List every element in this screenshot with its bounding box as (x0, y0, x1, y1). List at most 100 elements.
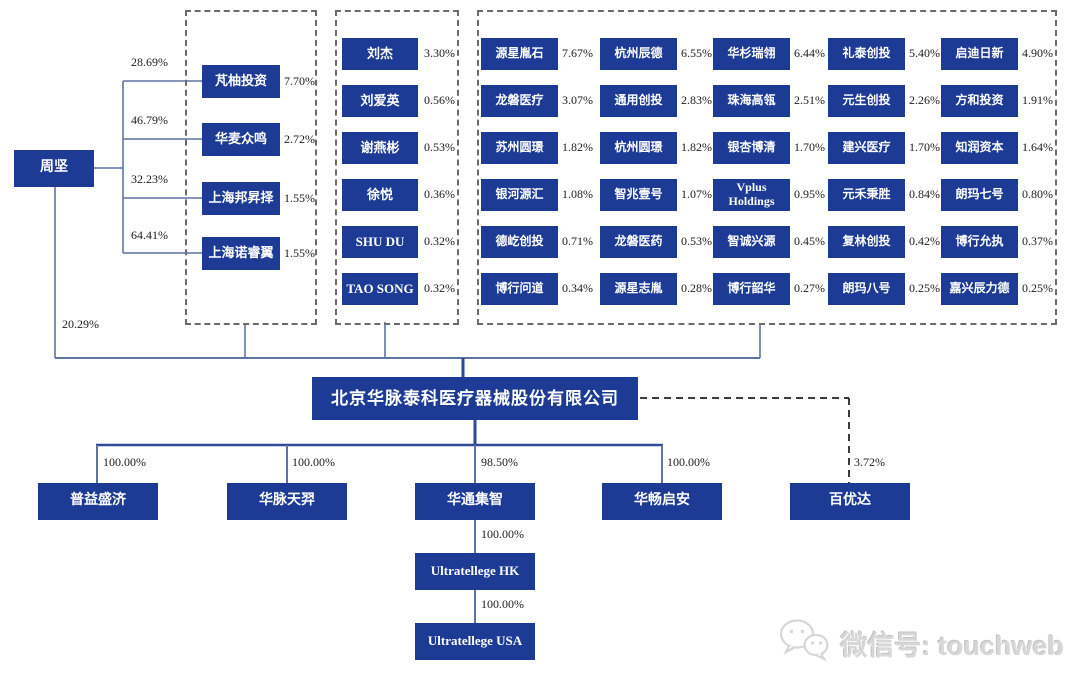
investor-box: 智兆壹号 (600, 179, 677, 211)
company-stake-label: 7.67% (562, 46, 593, 60)
company-stake-label: 0.45% (794, 234, 825, 248)
group-individuals-outline (335, 10, 459, 325)
investor-box: 复林创投 (828, 226, 905, 258)
watermark: 微信号: touchweb (777, 617, 1065, 670)
shareholder-box: 上海邦昇择 (202, 182, 280, 215)
investor-box: 元禾秉胜 (828, 179, 905, 211)
company-stake-label: 4.90% (1022, 46, 1053, 60)
individual-box: 谢燕彬 (342, 132, 418, 164)
investor-box: 建兴医疗 (828, 132, 905, 164)
watermark-text: 微信号: touchweb (840, 631, 1065, 661)
investor-box: 银杏博清 (713, 132, 790, 164)
company-stake-label: 6.55% (681, 46, 712, 60)
group-institutions-outline (477, 10, 1057, 325)
company-stake-label: 0.95% (794, 187, 825, 201)
company-stake-label: 2.26% (909, 93, 940, 107)
investor-box: 杭州辰德 (600, 38, 677, 70)
company-stake-label: 0.27% (794, 281, 825, 295)
company-stake-label: 0.32% (424, 234, 455, 248)
investor-box: 朗玛八号 (828, 273, 905, 305)
wechat-icon (777, 617, 831, 670)
investor-box: 朗玛七号 (941, 179, 1018, 211)
company-stake-label: 0.71% (562, 234, 593, 248)
company-stake-label: 3.30% (424, 46, 455, 60)
investor-box: 博行韶华 (713, 273, 790, 305)
investor-box: 龙磐医药 (600, 226, 677, 258)
investor-box: 嘉兴辰力德 (941, 273, 1018, 305)
ownership-pct-label: 32.23% (131, 172, 168, 186)
person-box: 周坚 (14, 150, 94, 187)
company-stake-label: 0.56% (424, 93, 455, 107)
company-stake-label: 6.44% (794, 46, 825, 60)
company-stake-label: 0.28% (681, 281, 712, 295)
company-stake-label: 1.70% (909, 140, 940, 154)
company-stake-label: 3.07% (562, 93, 593, 107)
investor-box: 元生创投 (828, 85, 905, 117)
company-stake-label: 1.55% (284, 191, 315, 205)
subsidiary-stake-label: 100.00% (481, 597, 524, 611)
company-stake-label: 1.07% (681, 187, 712, 201)
company-stake-label: 1.70% (794, 140, 825, 154)
investor-box: 苏州圆璟 (481, 132, 558, 164)
investor-box: Vplus Holdings (713, 179, 790, 211)
subsidiary-stake-label: 98.50% (481, 455, 518, 469)
subsidiary-stake-label: 3.72% (854, 455, 885, 469)
subsidiary-stake-label: 100.00% (667, 455, 710, 469)
ownership-pct-label: 46.79% (131, 113, 168, 127)
individual-box: 刘爱英 (342, 85, 418, 117)
subsidiary-box: 百优达 (790, 483, 910, 520)
company-stake-label: 1.91% (1022, 93, 1053, 107)
subsidiary-box: Ultratellege USA (415, 623, 535, 660)
person-direct-stake-label: 20.29% (62, 317, 99, 331)
ownership-pct-label: 28.69% (131, 55, 168, 69)
company-stake-label: 1.82% (562, 140, 593, 154)
subsidiary-stake-label: 100.00% (481, 527, 524, 541)
company-stake-label: 1.08% (562, 187, 593, 201)
company-stake-label: 0.84% (909, 187, 940, 201)
company-stake-label: 0.34% (562, 281, 593, 295)
company-stake-label: 5.40% (909, 46, 940, 60)
investor-box: 博行允执 (941, 226, 1018, 258)
investor-box: 礼泰创投 (828, 38, 905, 70)
company-stake-label: 0.42% (909, 234, 940, 248)
subsidiary-box: Ultratellege HK (415, 553, 535, 590)
subsidiary-stake-label: 100.00% (292, 455, 335, 469)
investor-box: 通用创投 (600, 85, 677, 117)
shareholder-box: 上海诺睿翼 (202, 237, 280, 270)
investor-box: 源星胤石 (481, 38, 558, 70)
company-stake-label: 0.36% (424, 187, 455, 201)
company-stake-label: 0.37% (1022, 234, 1053, 248)
subsidiary-box: 华畅启安 (602, 483, 722, 520)
investor-box: 博行问道 (481, 273, 558, 305)
individual-box: SHU DU (342, 226, 418, 258)
subsidiary-box: 华脉天羿 (227, 483, 347, 520)
investor-box: 杭州圆璟 (600, 132, 677, 164)
company-stake-label: 2.51% (794, 93, 825, 107)
company-stake-label: 0.32% (424, 281, 455, 295)
individual-box: 徐悦 (342, 179, 418, 211)
shareholder-box: 华麦众鸣 (202, 123, 280, 156)
company-stake-label: 0.80% (1022, 187, 1053, 201)
investor-box: 启迪日新 (941, 38, 1018, 70)
group-person-holdings-outline (185, 10, 317, 325)
investor-box: 珠海高瓴 (713, 85, 790, 117)
investor-box: 华杉瑞翎 (713, 38, 790, 70)
investor-box: 智诚兴源 (713, 226, 790, 258)
investor-box: 源星志胤 (600, 273, 677, 305)
investor-box: 方和投资 (941, 85, 1018, 117)
company-stake-label: 2.83% (681, 93, 712, 107)
company-stake-label: 0.25% (1022, 281, 1053, 295)
company-stake-label: 0.53% (681, 234, 712, 248)
investor-box: 知润资本 (941, 132, 1018, 164)
company-stake-label: 1.64% (1022, 140, 1053, 154)
investor-box: 德屹创投 (481, 226, 558, 258)
shareholder-box: 芃柚投资 (202, 65, 280, 98)
individual-box: TAO SONG (342, 273, 418, 305)
subsidiary-box: 华通集智 (415, 483, 535, 520)
company-stake-label: 1.82% (681, 140, 712, 154)
company-stake-label: 0.25% (909, 281, 940, 295)
investor-box: 银河源汇 (481, 179, 558, 211)
individual-box: 刘杰 (342, 38, 418, 70)
